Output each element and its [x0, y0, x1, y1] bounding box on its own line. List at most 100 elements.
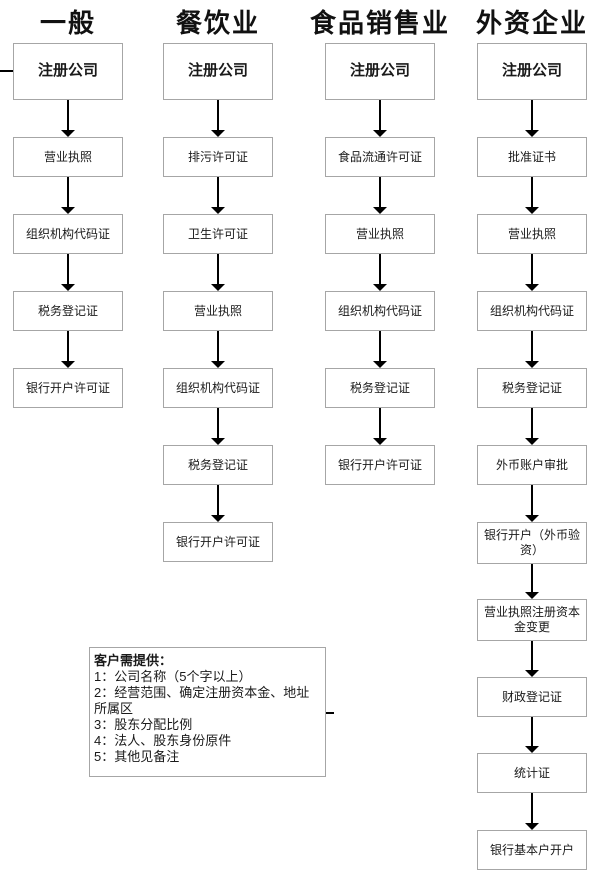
- step-box: 营业执照: [13, 137, 123, 177]
- arrow-shaft: [217, 100, 219, 132]
- arrow-head-icon: [373, 284, 387, 291]
- arrow-head-icon: [525, 130, 539, 137]
- arrow-head-icon: [61, 130, 75, 137]
- step-box: 组织机构代码证: [477, 291, 587, 331]
- arrow-shaft: [67, 177, 69, 209]
- column-title-4: 外资企业: [475, 9, 589, 38]
- arrow-shaft: [379, 177, 381, 209]
- step-box: 组织机构代码证: [163, 368, 273, 408]
- column-title-3: 食品销售业: [309, 9, 451, 38]
- arrow-head-icon: [525, 746, 539, 753]
- flow-arrow-down: [211, 331, 225, 368]
- step-box: 税务登记证: [325, 368, 435, 408]
- arrow-head-icon: [373, 361, 387, 368]
- step-box: 财政登记证: [477, 677, 587, 717]
- arrow-shaft: [379, 254, 381, 286]
- arrow-shaft: [531, 100, 533, 132]
- arrow-shaft: [531, 485, 533, 517]
- step-box: 营业执照注册资本金变更: [477, 599, 587, 641]
- flow-arrow-down: [525, 793, 539, 830]
- arrow-shaft: [531, 177, 533, 209]
- arrow-shaft: [217, 254, 219, 286]
- step-box: 批准证书: [477, 137, 587, 177]
- note-title: 客户需提供：: [94, 653, 173, 668]
- step-box: 注册公司: [13, 43, 123, 100]
- arrow-head-icon: [525, 438, 539, 445]
- flow-arrow-down: [373, 100, 387, 137]
- arrow-shaft: [531, 331, 533, 363]
- step-box: 税务登记证: [477, 368, 587, 408]
- arrow-shaft: [379, 408, 381, 440]
- arrow-shaft: [379, 331, 381, 363]
- arrow-head-icon: [211, 207, 225, 214]
- arrow-shaft: [531, 254, 533, 286]
- arrow-head-icon: [525, 592, 539, 599]
- arrow-head-icon: [211, 361, 225, 368]
- arrow-shaft: [67, 254, 69, 286]
- step-box: 税务登记证: [13, 291, 123, 331]
- note-line: 3：股东分配比例: [94, 717, 193, 732]
- arrow-head-icon: [373, 438, 387, 445]
- arrow-head-icon: [525, 823, 539, 830]
- arrow-head-icon: [525, 670, 539, 677]
- flow-arrow-down: [525, 641, 539, 677]
- note-line: 5：其他见备注: [94, 749, 180, 764]
- flow-arrow-down: [211, 100, 225, 137]
- note-line: 1：公司名称（5个字以上）: [94, 669, 252, 684]
- flow-arrow-down: [211, 254, 225, 291]
- flow-arrow-down: [61, 100, 75, 137]
- note-line: 2：经营范围、确定注册资本金、地址所属区: [94, 685, 310, 716]
- note-line: 4：法人、股东身份原件: [94, 733, 232, 748]
- flow-arrow-down: [525, 717, 539, 753]
- flow-arrow-down: [525, 564, 539, 599]
- step-box: 排污许可证: [163, 137, 273, 177]
- flow-arrow-down: [211, 408, 225, 445]
- arrow-head-icon: [61, 284, 75, 291]
- flow-arrow-down: [525, 177, 539, 214]
- step-box: 食品流通许可证: [325, 137, 435, 177]
- step-box: 注册公司: [477, 43, 587, 100]
- step-box: 银行开户（外币验资）: [477, 522, 587, 564]
- step-box: 税务登记证: [163, 445, 273, 485]
- step-box: 营业执照: [325, 214, 435, 254]
- arrow-shaft: [379, 100, 381, 132]
- flow-arrow-down: [525, 100, 539, 137]
- arrow-head-icon: [211, 438, 225, 445]
- arrow-shaft: [217, 177, 219, 209]
- step-box: 外币账户审批: [477, 445, 587, 485]
- arrow-shaft: [67, 100, 69, 132]
- step-box: 卫生许可证: [163, 214, 273, 254]
- arrow-head-icon: [525, 207, 539, 214]
- column-title-1: 一般: [39, 9, 97, 38]
- arrow-shaft: [67, 331, 69, 363]
- arrow-head-icon: [373, 207, 387, 214]
- step-box: 统计证: [477, 753, 587, 793]
- arrow-shaft: [531, 641, 533, 672]
- flow-arrow-down: [61, 254, 75, 291]
- step-box: 营业执照: [163, 291, 273, 331]
- arrow-shaft: [531, 564, 533, 594]
- step-box: 组织机构代码证: [13, 214, 123, 254]
- flow-arrow-down: [525, 331, 539, 368]
- customer-requirements-note: 客户需提供： 1：公司名称（5个字以上） 2：经营范围、确定注册资本金、地址所属…: [89, 647, 326, 777]
- step-box: 银行开户许可证: [325, 445, 435, 485]
- arrow-head-icon: [525, 515, 539, 522]
- arrow-shaft: [531, 408, 533, 440]
- step-box: 营业执照: [477, 214, 587, 254]
- flow-arrow-down: [525, 254, 539, 291]
- arrow-shaft: [531, 793, 533, 825]
- flow-arrow-down: [373, 177, 387, 214]
- arrow-head-icon: [211, 284, 225, 291]
- flow-arrow-down: [525, 485, 539, 522]
- arrow-head-icon: [211, 515, 225, 522]
- arrow-head-icon: [61, 361, 75, 368]
- arrow-shaft: [217, 485, 219, 517]
- connector-stub-note: [326, 712, 334, 714]
- arrow-shaft: [217, 408, 219, 440]
- flow-arrow-down: [525, 408, 539, 445]
- arrow-head-icon: [525, 284, 539, 291]
- arrow-head-icon: [525, 361, 539, 368]
- arrow-shaft: [531, 717, 533, 748]
- flow-arrow-down: [211, 485, 225, 522]
